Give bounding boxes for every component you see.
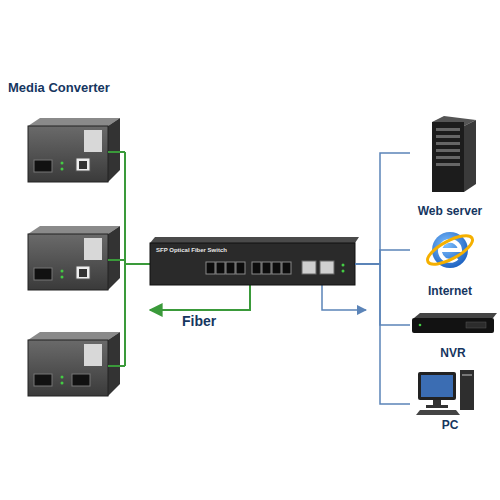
device-node: NVR bbox=[410, 312, 496, 360]
monitor-screen bbox=[421, 375, 453, 397]
fiber-switch bbox=[150, 237, 359, 285]
sfp-port bbox=[34, 268, 52, 280]
server-front bbox=[432, 122, 464, 192]
sfp-port bbox=[216, 262, 225, 274]
led bbox=[342, 270, 345, 273]
rj45-socket bbox=[79, 161, 87, 169]
nvr-front bbox=[412, 318, 494, 333]
device-label: PC bbox=[410, 418, 490, 432]
led bbox=[342, 264, 345, 267]
server-slot bbox=[436, 163, 460, 166]
sfp-port bbox=[206, 262, 215, 274]
sfp-port bbox=[72, 374, 90, 386]
nvr-icon bbox=[412, 313, 497, 333]
converter-front bbox=[28, 234, 108, 290]
sfp-port bbox=[282, 262, 291, 274]
server-icon bbox=[432, 116, 476, 192]
converter-top bbox=[28, 332, 120, 340]
sfp-port bbox=[252, 262, 261, 274]
rj45-port bbox=[302, 261, 316, 274]
fiber-wire bbox=[125, 263, 150, 265]
led bbox=[61, 162, 64, 165]
pc-icon bbox=[416, 370, 474, 415]
fiber-wire bbox=[108, 151, 125, 153]
converter-sticker bbox=[84, 238, 102, 260]
converter-side bbox=[108, 226, 120, 290]
switch-name: SFP Optical Fiber Switch bbox=[156, 247, 227, 254]
network-link bbox=[355, 264, 410, 404]
group-label: Media Converter bbox=[8, 80, 110, 95]
globe-ring bbox=[424, 230, 477, 269]
pc-tower bbox=[460, 370, 474, 410]
nvr-display bbox=[466, 322, 486, 328]
sfp-port bbox=[236, 262, 245, 274]
fiber-arrow bbox=[150, 285, 250, 310]
converter-front bbox=[28, 126, 108, 182]
sfp-port bbox=[34, 374, 52, 386]
edge-layer bbox=[355, 153, 410, 404]
media-converter bbox=[28, 332, 120, 396]
device-label: Internet bbox=[410, 284, 490, 298]
server-slot bbox=[436, 156, 460, 159]
converter-top bbox=[28, 226, 120, 234]
device-label: Web server bbox=[410, 204, 490, 218]
ethernet-arrow bbox=[322, 285, 366, 310]
device-node: Web server bbox=[410, 118, 490, 218]
fiber-wire bbox=[108, 259, 125, 261]
server-side bbox=[464, 120, 476, 192]
led bbox=[61, 270, 64, 273]
link-label: Fiber bbox=[182, 313, 216, 329]
media-converter bbox=[28, 118, 120, 182]
server-slot bbox=[436, 128, 460, 131]
monitor-base bbox=[426, 405, 448, 408]
converter-sticker bbox=[84, 130, 102, 152]
sfp-port bbox=[226, 262, 235, 274]
rj45-socket bbox=[79, 269, 87, 277]
switch-top bbox=[150, 237, 359, 243]
converter-side bbox=[108, 118, 120, 182]
led bbox=[61, 276, 64, 279]
sfp-port bbox=[34, 160, 52, 172]
converter-sticker bbox=[84, 344, 102, 366]
rj45-port bbox=[76, 266, 90, 279]
server-slot bbox=[436, 135, 460, 138]
drive-bay bbox=[462, 374, 472, 376]
network-link bbox=[355, 264, 410, 325]
fiber-wire bbox=[108, 365, 125, 367]
monitor bbox=[418, 372, 456, 400]
led bbox=[61, 382, 64, 385]
keyboard bbox=[416, 410, 460, 415]
server-slot bbox=[436, 142, 460, 145]
network-link bbox=[355, 153, 410, 264]
device-label: NVR bbox=[410, 346, 496, 360]
switch-front bbox=[150, 243, 355, 285]
internet-icon bbox=[424, 230, 477, 269]
sfp-port bbox=[272, 262, 281, 274]
device-node: Internet bbox=[410, 226, 490, 298]
rj45-port bbox=[76, 158, 90, 171]
led bbox=[419, 324, 422, 327]
converter-side bbox=[108, 332, 120, 396]
switch-box: SFP Optical Fiber Switch bbox=[150, 243, 355, 285]
monitor-stand bbox=[433, 400, 441, 405]
server-slot bbox=[436, 149, 460, 152]
led bbox=[61, 168, 64, 171]
device-node: PC bbox=[410, 368, 490, 432]
network-link bbox=[355, 250, 410, 264]
sfp-port bbox=[262, 262, 271, 274]
fiber-trunk bbox=[124, 152, 126, 366]
converter-top bbox=[28, 118, 120, 126]
nvr-top bbox=[414, 313, 497, 318]
converter-front bbox=[28, 340, 108, 396]
media-converter bbox=[28, 226, 120, 290]
led bbox=[61, 376, 64, 379]
rj45-port bbox=[320, 261, 334, 274]
